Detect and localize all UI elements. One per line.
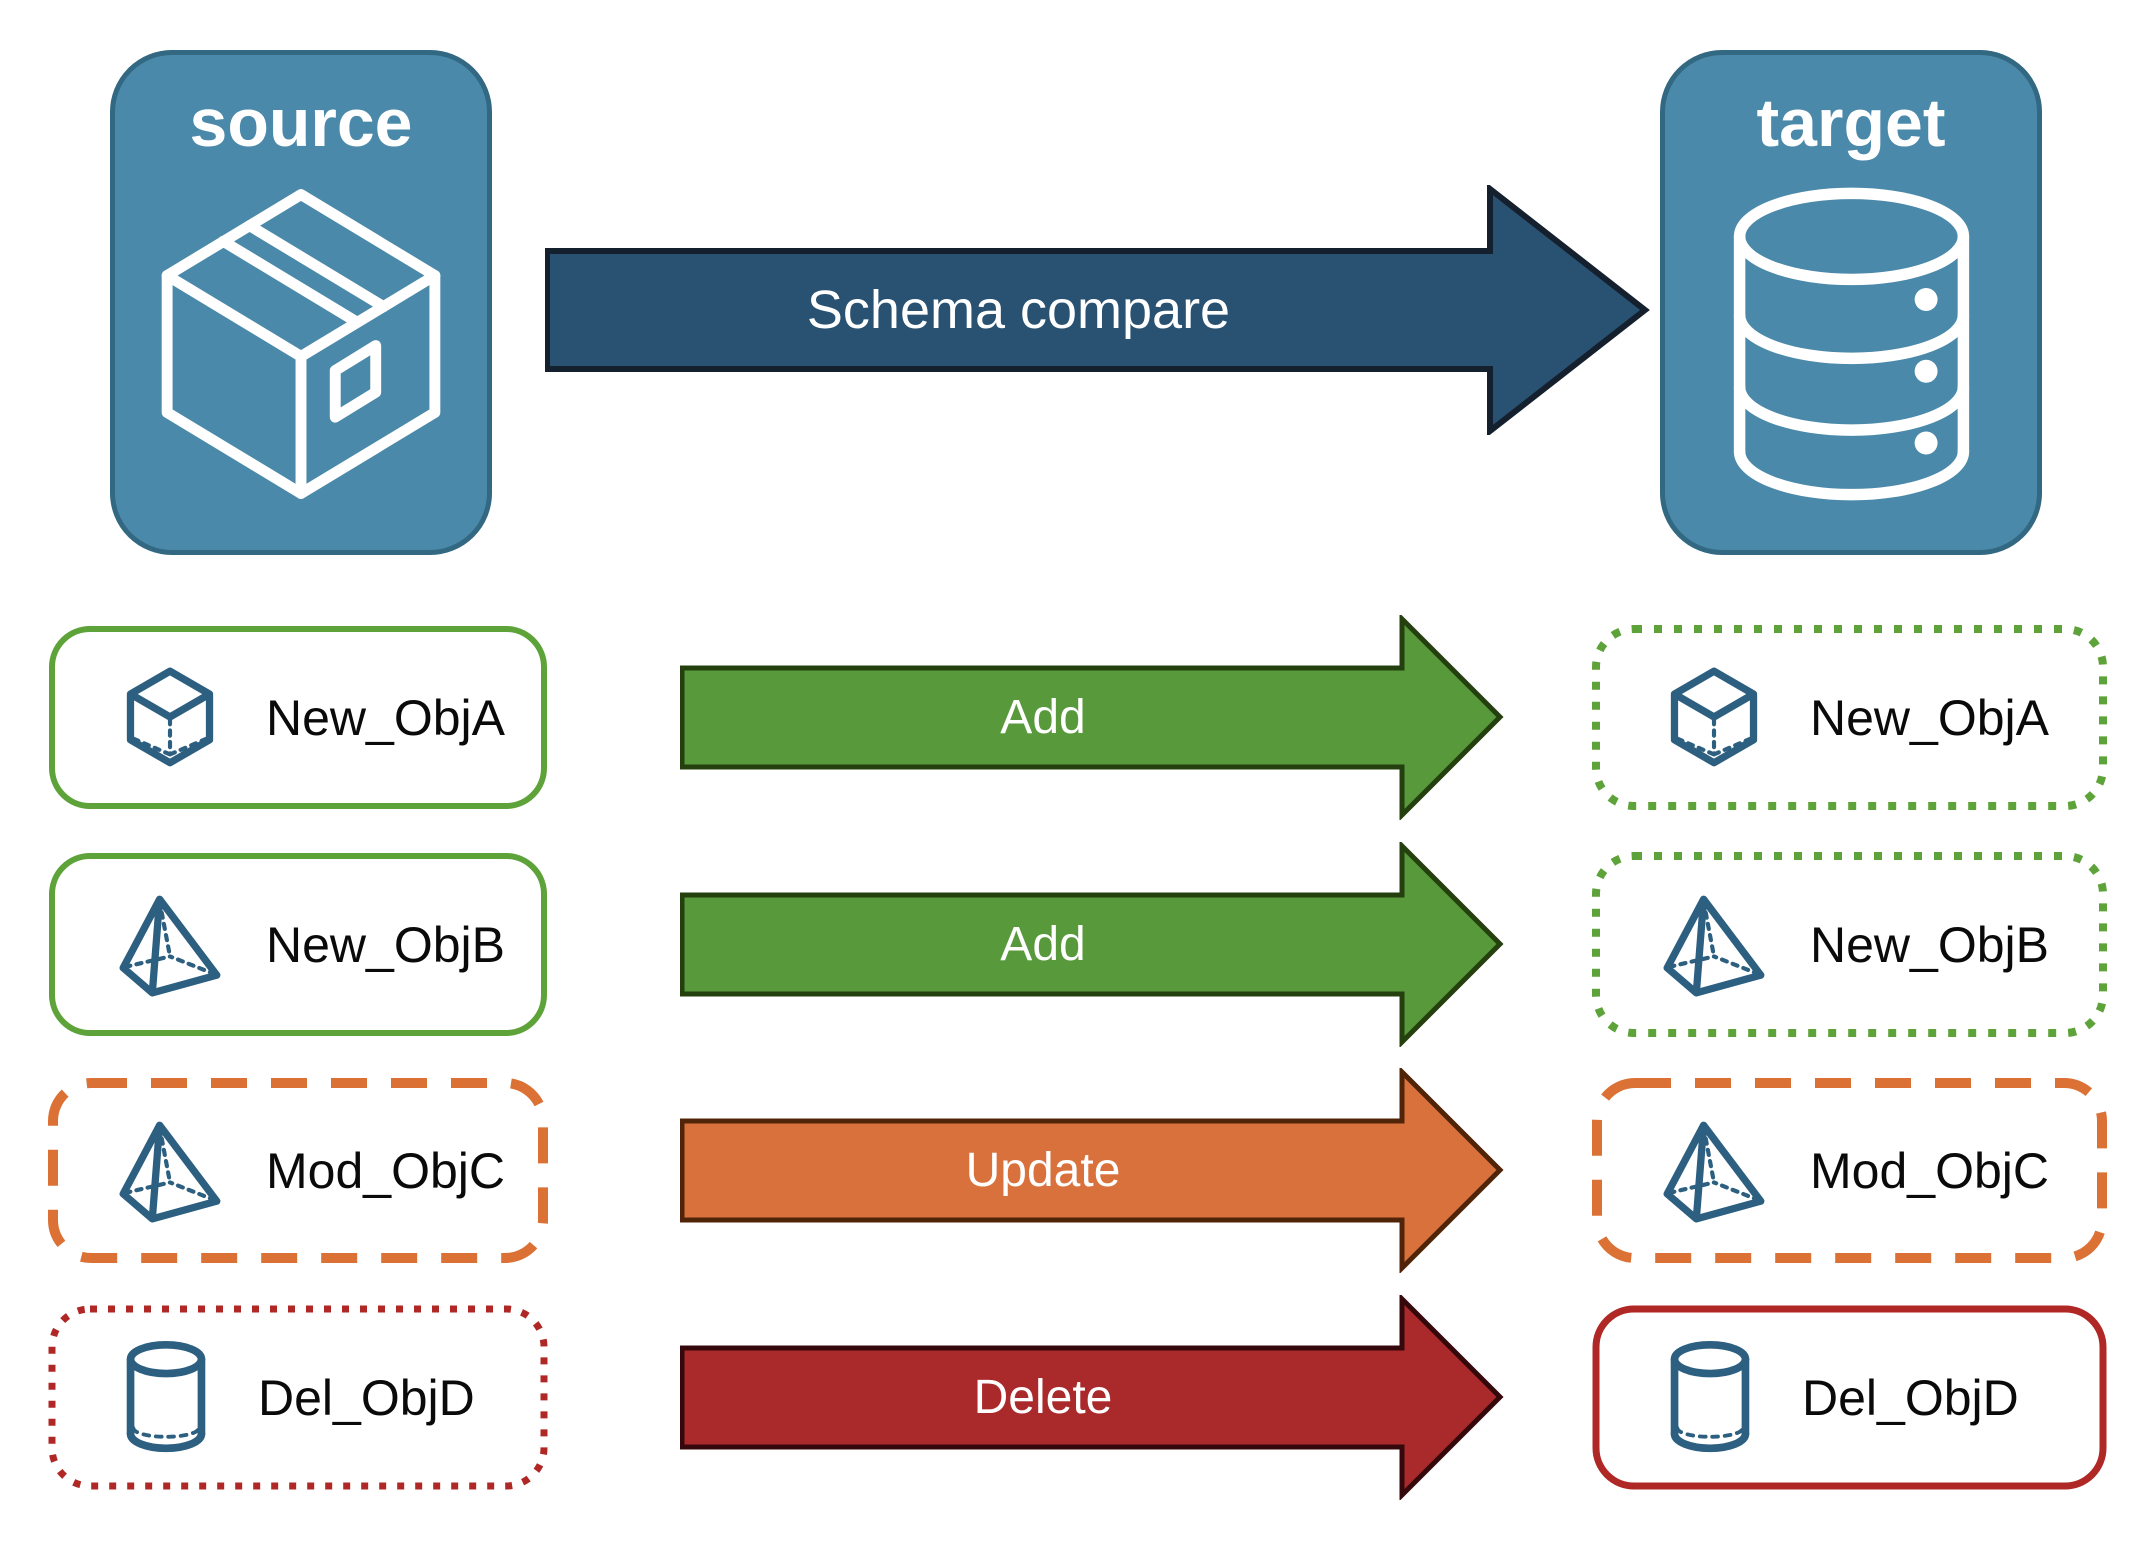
target-object-card-new-objb: New_ObjB: [1592, 852, 2107, 1037]
source-node: source: [110, 50, 492, 555]
cylinder-icon: [1670, 1340, 1750, 1453]
object-label: Mod_ObjC: [266, 1142, 505, 1199]
object-label: Del_ObjD: [1802, 1369, 2019, 1426]
card-border: [48, 1305, 548, 1490]
target-object-card-mod-objc: Mod_ObjC: [1592, 1078, 2107, 1263]
card-border: [1592, 852, 2107, 1037]
source-object-card-new-obja: New_ObjA: [48, 625, 548, 810]
cube-icon: [126, 667, 214, 766]
action-arrow-label: Delete: [973, 1370, 1113, 1424]
card-border: [49, 853, 547, 1036]
source-title: source: [189, 85, 413, 161]
pyramid-icon: [1663, 895, 1765, 996]
action-arrow-add-2: [680, 842, 1504, 1047]
target-title: target: [1756, 85, 1946, 161]
package-box-icon: [161, 189, 441, 499]
target-node: target: [1660, 50, 2042, 555]
object-label: New_ObjB: [1810, 916, 2049, 973]
object-label: New_ObjA: [1810, 689, 2049, 746]
action-arrow-add-1: [680, 615, 1504, 820]
pyramid-icon: [119, 1121, 221, 1222]
card-border: [1592, 625, 2107, 810]
pyramid-icon: [119, 895, 221, 996]
target-object-card-del-objd: Del_ObjD: [1592, 1305, 2107, 1490]
source-object-card-mod-objc: Mod_ObjC: [48, 1078, 548, 1263]
card-border: [1592, 1078, 2107, 1263]
cylinder-icon: [126, 1340, 206, 1453]
source-object-card-del-objd: Del_ObjD: [48, 1305, 548, 1490]
action-arrow-label: Update: [965, 1143, 1121, 1197]
object-label: Mod_ObjC: [1810, 1142, 2049, 1199]
database-icon: [1733, 187, 1969, 501]
action-arrow-delete: [680, 1295, 1504, 1500]
target-object-card-new-obja: New_ObjA: [1592, 625, 2107, 810]
schema-compare-arrow: [545, 185, 1650, 435]
object-label: New_ObjB: [266, 916, 505, 973]
card-border: [49, 626, 547, 809]
cube-icon: [1670, 667, 1758, 766]
card-border: [1592, 1305, 2107, 1490]
card-border: [48, 1078, 548, 1263]
source-object-card-new-objb: New_ObjB: [48, 852, 548, 1037]
pyramid-icon: [1663, 1121, 1765, 1222]
action-arrow-update: [680, 1068, 1504, 1273]
action-arrow-label: Add: [1000, 690, 1086, 744]
object-label: New_ObjA: [266, 689, 505, 746]
object-label: Del_ObjD: [258, 1369, 475, 1426]
schema-compare-arrow-label: Schema compare: [806, 280, 1231, 340]
action-arrow-label: Add: [1000, 917, 1086, 971]
